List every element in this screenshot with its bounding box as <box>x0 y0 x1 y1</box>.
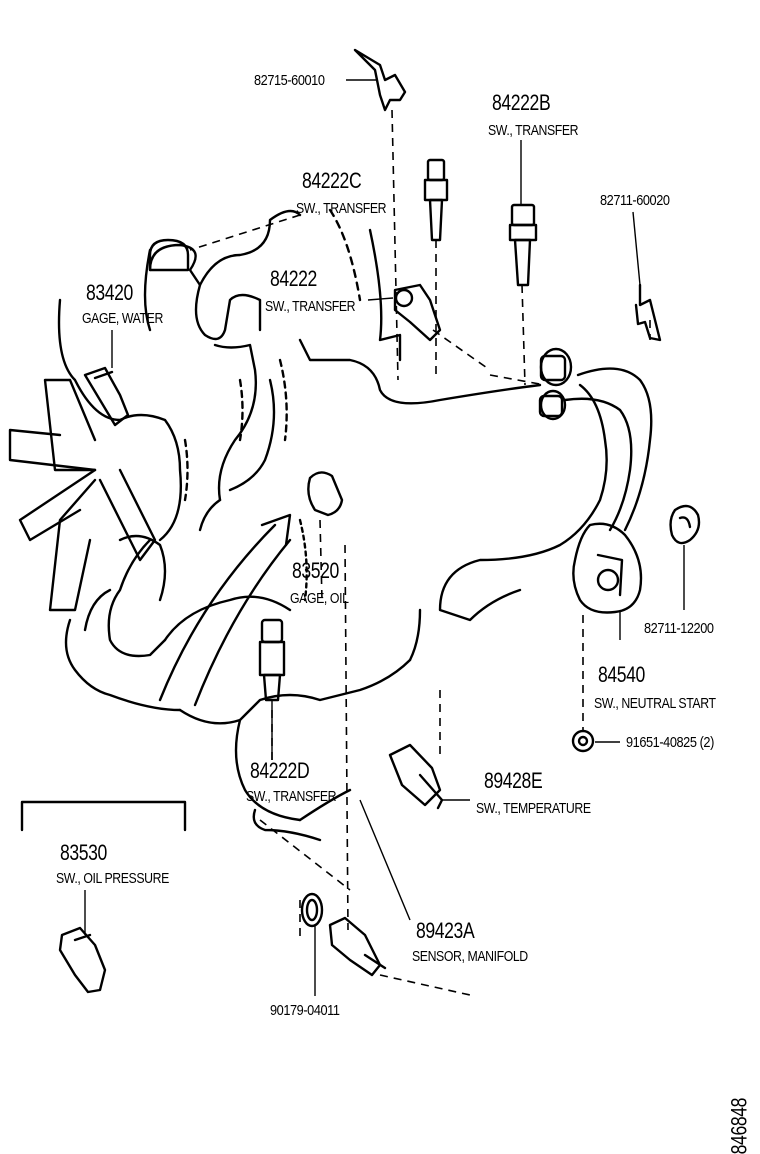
switch-84222b-shape <box>510 205 536 285</box>
leader-lines <box>190 110 650 995</box>
bracket-60010-shape <box>355 50 405 110</box>
manifold-sensor-shape <box>330 918 385 975</box>
part-name-84222d: SW., TRANSFER <box>246 788 337 805</box>
bracket-60020-shape <box>636 285 660 340</box>
neutral-start-switch-shape <box>573 524 641 613</box>
solid-leaders <box>85 80 684 996</box>
radiator-cap-shape <box>150 240 188 270</box>
part-name-83420: GAGE, WATER <box>82 310 163 327</box>
switch-84222-shape <box>395 285 440 340</box>
part-number-84540: 84540 <box>598 662 645 687</box>
part-name-89428e: SW., TEMPERATURE <box>476 800 591 817</box>
gasket-90179-shape <box>302 894 322 926</box>
washer-91651-shape <box>573 731 593 751</box>
harness <box>540 349 651 530</box>
part-number-83420: 83420 <box>86 280 133 305</box>
part-number-89423a: 89423A <box>416 918 475 943</box>
part-number-84222d: 84222D <box>250 758 310 783</box>
part-number-82715-60010: 82715-60010 <box>254 72 325 89</box>
part-name-84222b: SW., TRANSFER <box>488 122 579 139</box>
fan-blades <box>10 380 155 610</box>
part-number-84222b: 84222B <box>492 90 551 115</box>
clip-12200-shape <box>671 506 699 543</box>
part-name-84222c: SW., TRANSFER <box>296 200 387 217</box>
direction-arrow <box>160 515 290 705</box>
part-name-84540: SW., NEUTRAL START <box>594 695 716 712</box>
switch-84222c-shape <box>425 160 447 240</box>
part-number-84222c: 84222C <box>302 168 362 193</box>
part-number-89428e: 89428E <box>484 768 543 793</box>
temperature-switch-shape <box>390 745 442 808</box>
part-number-84222: 84222 <box>270 266 317 291</box>
parts-diagram <box>0 0 760 1112</box>
gage-water-shape <box>85 368 128 425</box>
part-name-83520: GAGE, OIL <box>290 590 349 607</box>
switch-84222d-shape <box>260 620 284 700</box>
figure-code: 846848 <box>726 1098 751 1154</box>
part-name-84222: SW., TRANSFER <box>265 298 356 315</box>
part-name-89423a: SENSOR, MANIFOLD <box>412 948 528 965</box>
oil-pressure-switch-shape <box>60 928 105 992</box>
oil-pressure-frame <box>22 802 185 830</box>
engine-outline <box>59 210 607 840</box>
part-number-83520: 83520 <box>292 558 339 583</box>
part-number-83530: 83530 <box>60 840 107 865</box>
part-number-82711-60020: 82711-60020 <box>600 192 670 209</box>
gage-oil-shape <box>308 472 342 515</box>
part-number-90179-04011: 90179-04011 <box>270 1002 340 1019</box>
part-number-82711-12200: 82711-12200 <box>644 620 714 637</box>
part-number-91651-40825: 91651-40825 (2) <box>626 734 714 751</box>
part-name-83530: SW., OIL PRESSURE <box>56 870 169 887</box>
